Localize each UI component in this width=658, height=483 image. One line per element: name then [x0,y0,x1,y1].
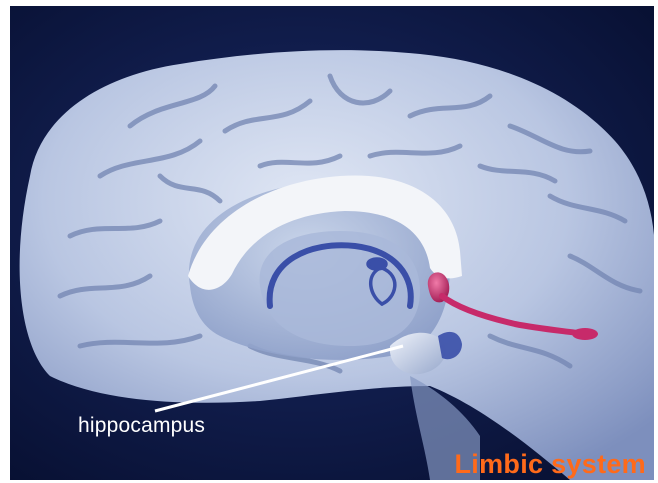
diagram-title: Limbic system [455,449,646,480]
brain-illustration [10,6,654,480]
hippocampus-label: hippocampus [78,414,205,438]
image-frame: hippocampus Limbic system [10,6,654,480]
olfactory-bulb [572,328,598,340]
